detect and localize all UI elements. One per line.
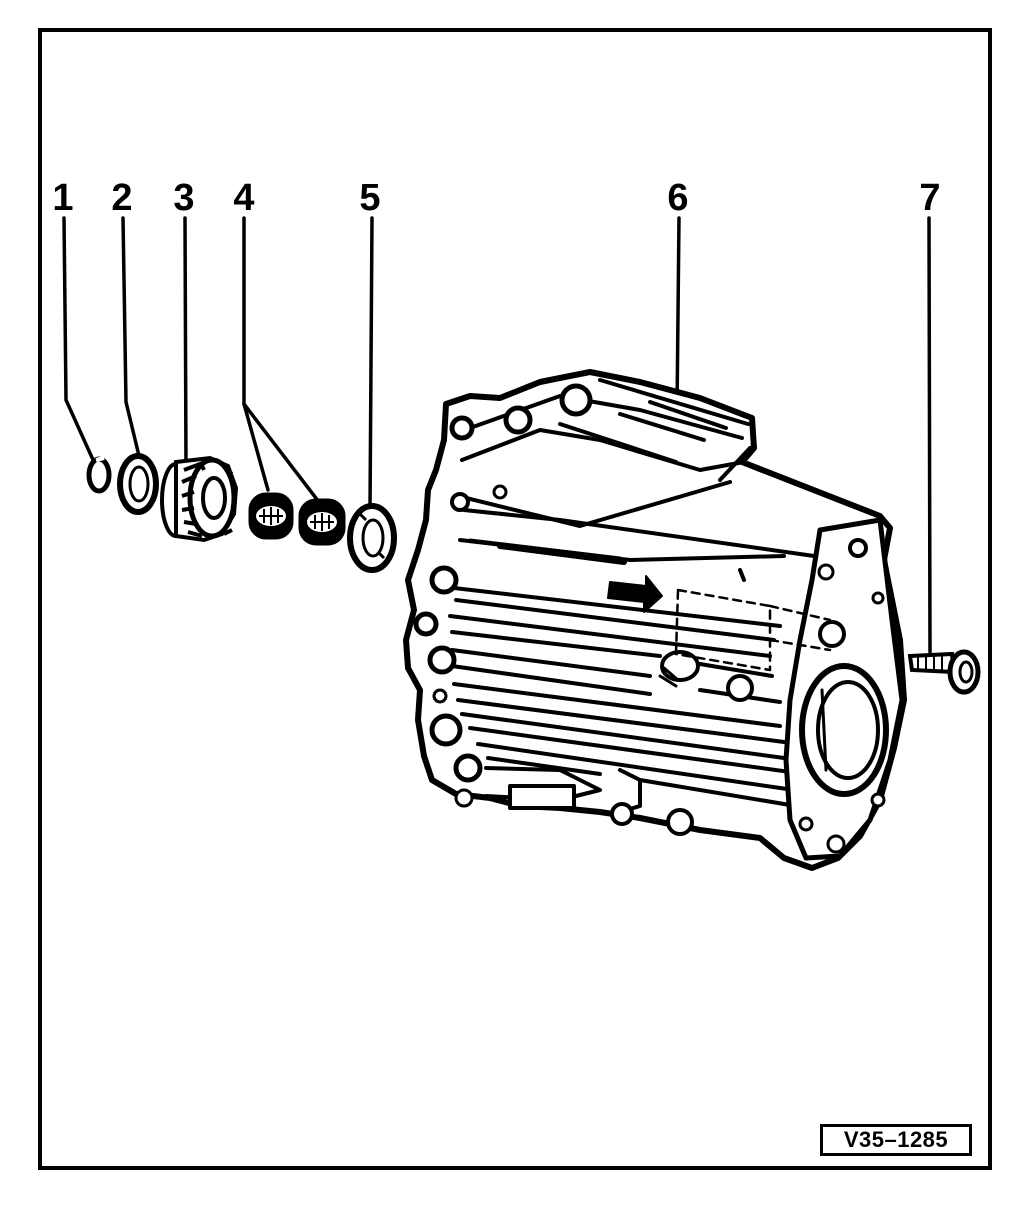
callout-number-5: 5	[359, 177, 380, 219]
leader-line-2	[121, 216, 142, 462]
leader-lines	[62, 216, 932, 654]
bolt-part-7	[907, 649, 981, 695]
leader-line-1	[62, 216, 96, 464]
leader-line-7	[927, 216, 932, 654]
figure-code-label: V35–1285	[820, 1124, 972, 1156]
leader-line-6	[675, 216, 681, 412]
callout-number-1: 1	[52, 177, 73, 219]
gear-part-3	[160, 455, 239, 543]
callout-number-2: 2	[111, 177, 132, 219]
thrust-washer-part-5	[347, 503, 397, 573]
callout-number-6: 6	[667, 177, 688, 219]
callout-number-7: 7	[919, 177, 940, 219]
gearbox-housing-part-6	[403, 369, 907, 871]
callout-number-3: 3	[173, 177, 194, 219]
callout-number-4: 4	[233, 177, 254, 219]
diagram-frame	[38, 28, 992, 1170]
needle-bearing-part-4a	[248, 492, 294, 540]
leader-line-5	[368, 216, 374, 512]
leader-line-4a	[242, 216, 270, 492]
leader-line-4b	[242, 402, 324, 508]
needle-bearing-part-4b	[298, 498, 346, 546]
washer-part-2	[117, 453, 159, 515]
circlip-part-1	[86, 456, 112, 494]
leader-line-3	[183, 216, 188, 470]
